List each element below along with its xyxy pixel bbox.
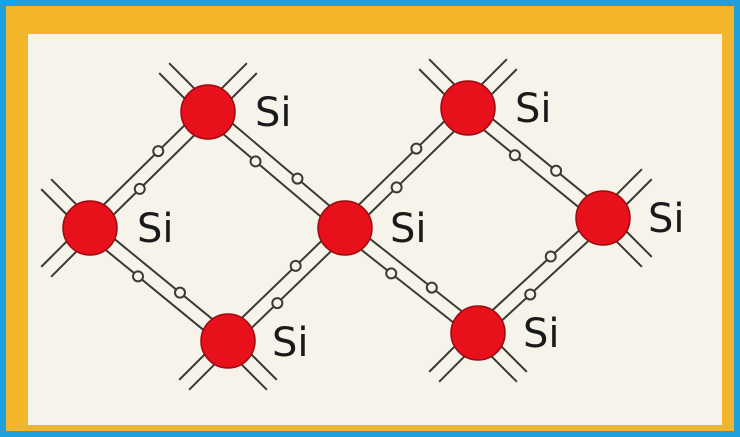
electron-dot — [135, 184, 145, 194]
si-atom — [181, 85, 235, 139]
electron-dot — [411, 144, 421, 154]
si-atom — [451, 306, 505, 360]
electron-dot — [133, 271, 143, 281]
electron-dot — [386, 268, 396, 278]
electron-dot — [153, 146, 163, 156]
si-label: Si — [648, 196, 685, 242]
si-atom — [63, 201, 117, 255]
si-label: Si — [390, 206, 427, 252]
si-label: Si — [523, 311, 560, 357]
electron-dot — [525, 289, 535, 299]
si-atom — [201, 314, 255, 368]
si-atom — [441, 81, 495, 135]
electron-dot — [291, 261, 301, 271]
electron-dot — [427, 283, 437, 293]
electron-dot — [292, 174, 302, 184]
si-atom — [318, 201, 372, 255]
electron-dot — [510, 150, 520, 160]
electron-dot — [546, 252, 556, 262]
si-label: Si — [255, 90, 292, 136]
electron-dot — [551, 166, 561, 176]
electron-dot — [272, 298, 282, 308]
si-atom — [576, 191, 630, 245]
electron-dot — [392, 182, 402, 192]
electron-dot — [251, 156, 261, 166]
si-label: Si — [515, 86, 552, 132]
si-label: Si — [272, 320, 309, 366]
electron-dot — [175, 288, 185, 298]
si-label: Si — [137, 206, 174, 252]
